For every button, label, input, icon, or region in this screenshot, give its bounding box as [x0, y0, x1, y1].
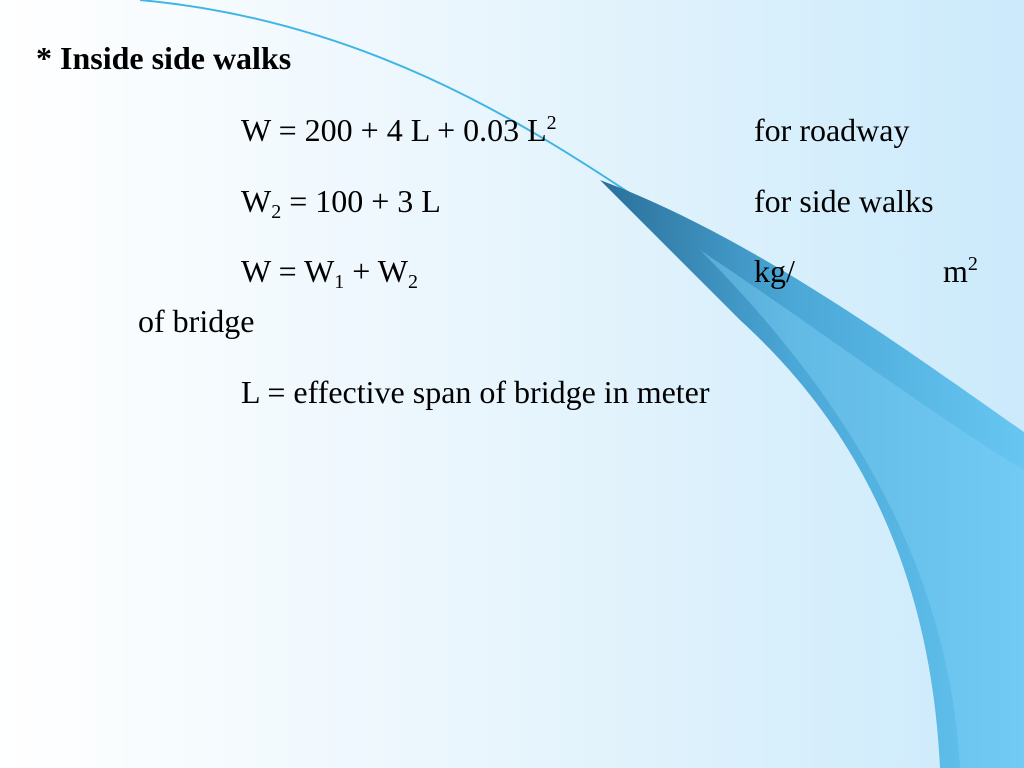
unit-wrap-text: of bridge: [138, 303, 255, 339]
unit-m-squared: m2: [943, 253, 978, 289]
unit-m-exponent: 2: [967, 253, 978, 275]
note-side-walks: for side walks: [754, 183, 934, 219]
slide-heading: * Inside side walks: [36, 40, 292, 76]
formula-roadway-text: W = 200 + 4 L + 0.03 L: [241, 112, 547, 148]
formula-roadway-exponent: 2: [546, 112, 557, 134]
formula-total: W = W1 + W2: [241, 253, 418, 292]
note-roadway: for roadway: [754, 112, 910, 148]
formula-total-mid: + W: [344, 253, 408, 289]
formula-side-walks-w: W: [241, 183, 272, 219]
formula-total-subscript-2: 2: [407, 271, 418, 293]
formula-roadway: W = 200 + 4 L + 0.03 L2: [241, 112, 557, 148]
formula-total-text: W = W: [241, 253, 335, 289]
formula-side-walks: W2 = 100 + 3 L: [241, 183, 441, 222]
unit-kg: kg/: [754, 253, 795, 289]
unit-m: m: [943, 253, 968, 289]
thin-curve-line: [139, 0, 641, 201]
formula-side-walks-text: = 100 + 3 L: [281, 183, 441, 219]
formula-total-subscript-1: 1: [334, 271, 345, 293]
definition-span: L = effective span of bridge in meter: [241, 374, 710, 410]
formula-side-walks-subscript: 2: [271, 201, 282, 223]
sweep-highlight: [700, 250, 1024, 768]
blue-sweep-shape: [600, 180, 1024, 768]
